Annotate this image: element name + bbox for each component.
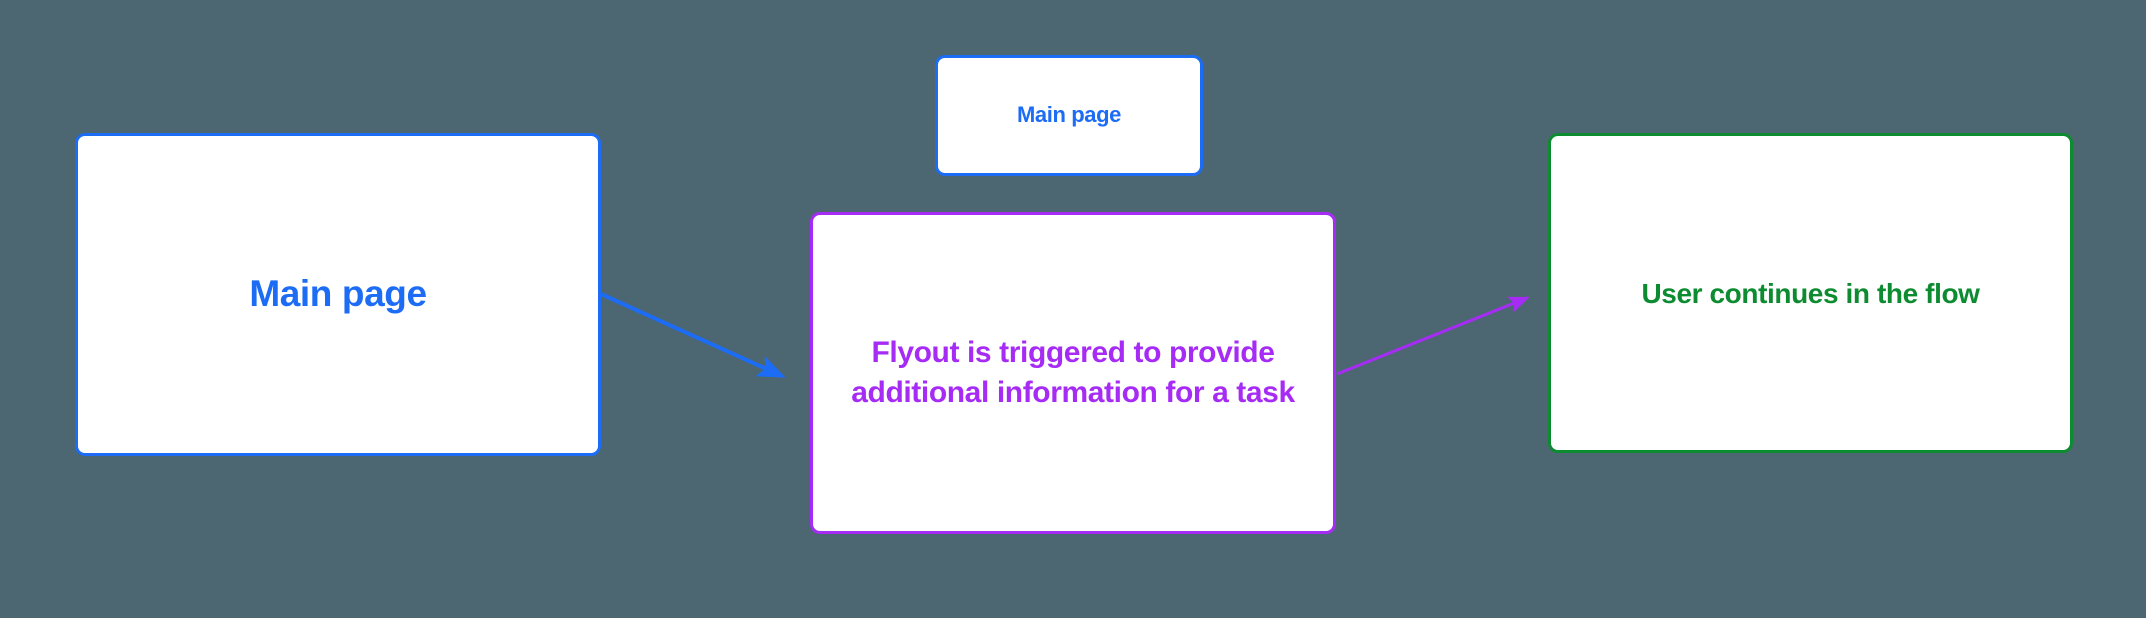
node-user-continues-label: User continues in the flow bbox=[1641, 277, 1980, 309]
node-flyout-label: Flyout is triggered to provide additiona… bbox=[851, 336, 1295, 409]
node-main-page-large-label: Main page bbox=[249, 273, 427, 315]
node-main-page-small[interactable]: Main page bbox=[935, 55, 1203, 176]
connector-flyout-to-user-continues bbox=[1336, 296, 1530, 376]
node-main-page-small-label: Main page bbox=[1017, 102, 1121, 128]
node-main-page-large[interactable]: Main page bbox=[75, 133, 601, 456]
node-flyout[interactable]: Flyout is triggered to provide additiona… bbox=[810, 212, 1336, 534]
connector-main-page-to-flyout bbox=[600, 292, 786, 378]
node-user-continues[interactable]: User continues in the flow bbox=[1548, 133, 2073, 453]
